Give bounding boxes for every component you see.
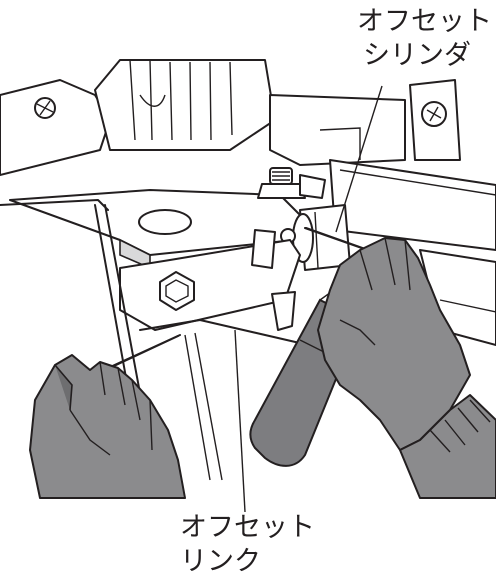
offset-cylinder-label-line1: オフセット — [357, 6, 492, 37]
grease-fitting — [258, 168, 325, 198]
callout-offset-cylinder: オフセット シリンダ — [357, 6, 492, 71]
offset-link-label-line2: リンク — [180, 546, 261, 577]
offset-link-label-line1: オフセット — [180, 512, 315, 543]
offset-cylinder-label-line2: シリンダ — [363, 40, 471, 71]
left-hand — [30, 335, 185, 498]
callout-offset-link: オフセット リンク — [180, 512, 315, 577]
